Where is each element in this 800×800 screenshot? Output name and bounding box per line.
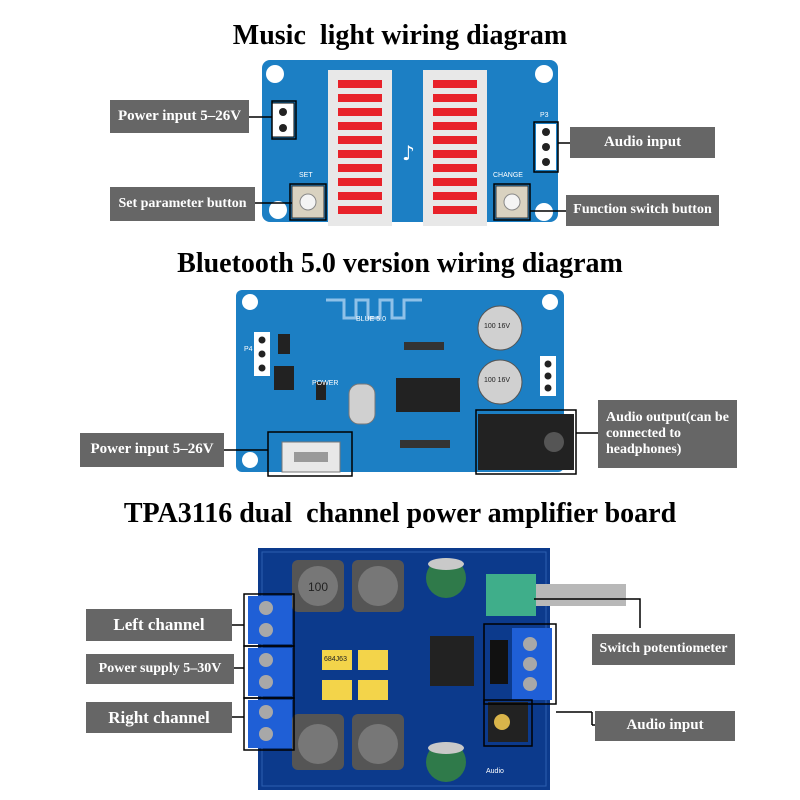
music-leader-lines bbox=[249, 100, 570, 221]
amp-switch-potentiometer-label: Switch potentiometer bbox=[592, 634, 735, 665]
change-silkscreen: CHANGE bbox=[493, 172, 523, 179]
music-set-button-label: Set parameter button bbox=[110, 187, 255, 221]
inductor-label: 100 bbox=[308, 580, 329, 594]
title-amplifier: TPA3116 dual channel power amplifier boa… bbox=[123, 498, 677, 529]
p3-silkscreen: P3 bbox=[540, 112, 549, 119]
music-power-input-label: Power input 5–26V bbox=[110, 100, 249, 133]
music-light-board: ♪ bbox=[262, 60, 558, 226]
title-music-light: Music light wiring diagram bbox=[232, 20, 568, 51]
cap-code-label: 684J63 bbox=[324, 656, 347, 663]
blue50-silkscreen: BLUE 5.0 bbox=[356, 316, 386, 323]
audio-silkscreen: Audio bbox=[486, 768, 504, 775]
bluetooth-leader-lines bbox=[224, 409, 598, 477]
amplifier-leader-lines bbox=[232, 593, 641, 751]
power-silkscreen: POWER bbox=[312, 380, 339, 387]
cap-label-2: 100 16V bbox=[484, 377, 511, 384]
amplifier-board bbox=[248, 548, 626, 790]
cap-label-1: 100 16V bbox=[484, 323, 511, 330]
set-silkscreen: SET bbox=[299, 172, 313, 179]
bt-power-input-label: Power input 5–26V bbox=[80, 433, 224, 467]
bluetooth-board bbox=[236, 290, 574, 473]
amp-audio-input-label: Audio input bbox=[595, 711, 735, 741]
amp-left-channel-label: Left channel bbox=[86, 609, 232, 641]
svg-text:♪: ♪ bbox=[402, 141, 415, 165]
bt-audio-output-label: Audio output(can be connected to headpho… bbox=[598, 400, 737, 468]
p4-silkscreen: P4 bbox=[244, 346, 253, 353]
music-audio-input-label: Audio input bbox=[570, 127, 715, 158]
amp-power-supply-label: Power supply 5–30V bbox=[86, 654, 234, 684]
amp-right-channel-label: Right channel bbox=[86, 702, 232, 733]
music-function-button-label: Function switch button bbox=[566, 195, 719, 226]
title-bluetooth: Bluetooth 5.0 version wiring diagram bbox=[177, 248, 623, 279]
